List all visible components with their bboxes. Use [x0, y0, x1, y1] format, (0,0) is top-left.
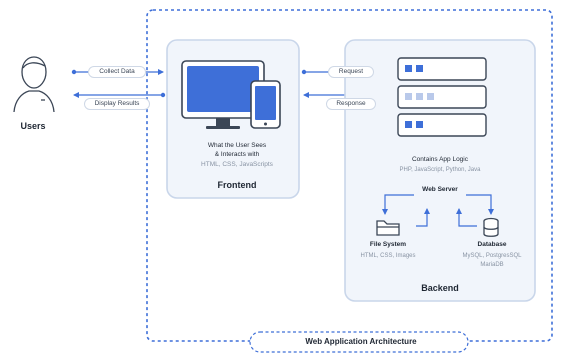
frontend-description-line1: What the User Sees	[207, 142, 267, 149]
backend-title: Backend	[421, 283, 459, 293]
database-to-webserver-line	[456, 208, 477, 227]
filesystem-to-webserver-line	[416, 208, 430, 227]
response-label: Response	[326, 98, 376, 110]
frontend-description-line2: & Interacts with	[214, 151, 260, 158]
server-icon	[397, 57, 487, 137]
frontend-title: Frontend	[217, 180, 257, 190]
webserver-to-database-line	[466, 194, 494, 215]
web-server-label: Web Server	[422, 186, 458, 193]
database-title: Database	[477, 241, 507, 248]
frontend-tech-stack: HTML, CSS, JavaScripts	[201, 161, 273, 168]
request-label: Request	[328, 66, 374, 78]
collect-data-label: Collect Data	[88, 66, 146, 78]
webserver-to-filesystem-line	[382, 194, 414, 215]
database-icon	[483, 217, 499, 237]
display-results-label: Display Results	[84, 98, 150, 110]
file-system-title: File System	[369, 241, 407, 248]
file-system-details: HTML, CSS, Images	[360, 253, 416, 259]
backend-languages: PHP, JavaScript, Python, Java	[399, 167, 481, 173]
architecture-title-pill	[249, 331, 469, 353]
user-avatar-icon	[13, 56, 55, 113]
tablet-icon	[250, 80, 281, 129]
architecture-title: Web Application Architecture	[305, 337, 417, 346]
database-details-line1: MySQL, PostgresSQL	[462, 253, 522, 259]
backend-logic-label: Contains App Logic	[411, 156, 468, 163]
users-label: Users	[20, 121, 46, 131]
folder-icon	[376, 220, 400, 236]
database-details-line2: MariaDB	[480, 262, 504, 268]
